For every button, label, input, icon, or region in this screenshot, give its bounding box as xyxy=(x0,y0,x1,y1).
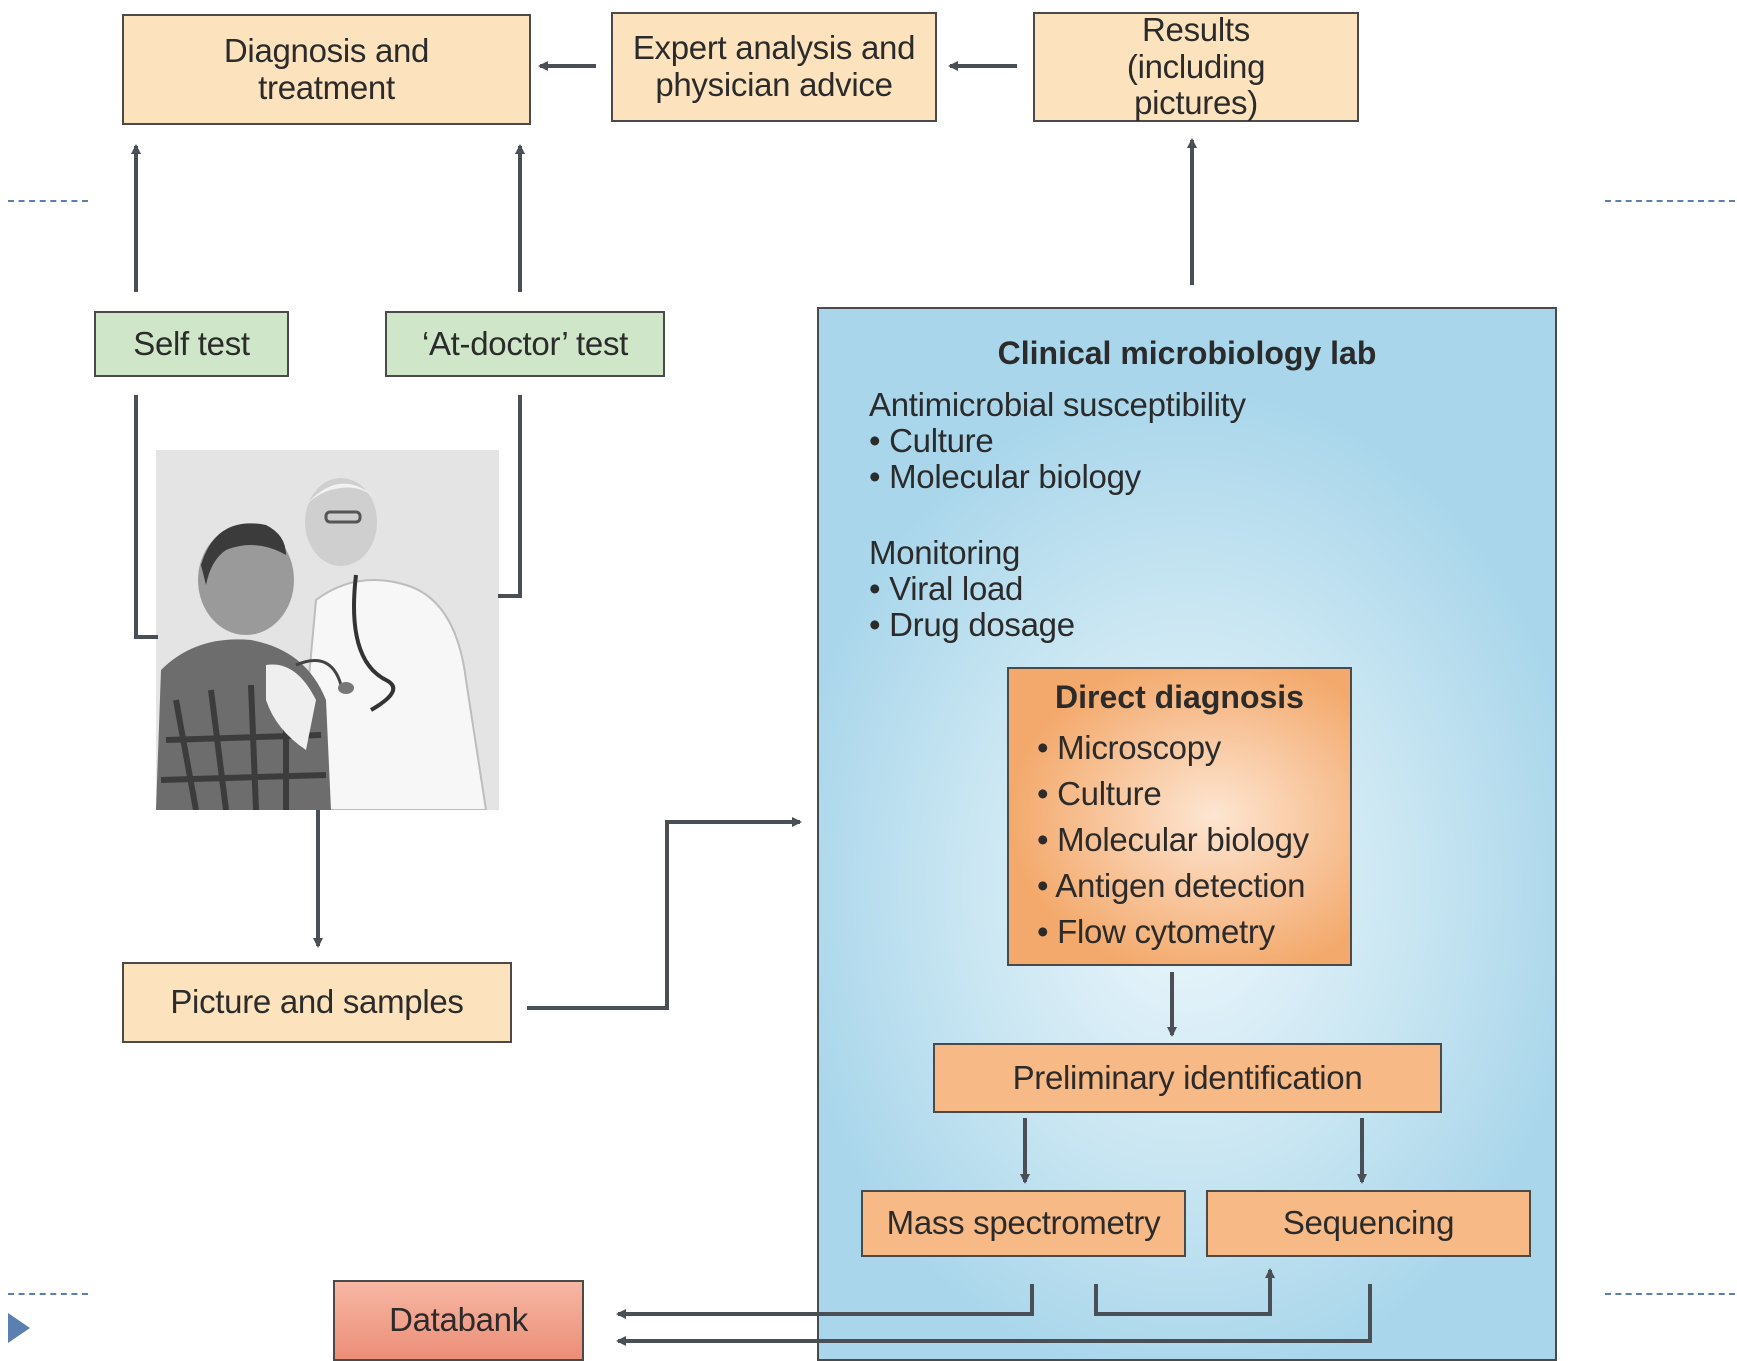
sequencing-label: Sequencing xyxy=(1282,1204,1455,1242)
direct-diagnosis-box: Direct diagnosis • Microscopy • Culture … xyxy=(1007,667,1352,966)
preliminary-identification-box: Preliminary identification xyxy=(933,1043,1442,1113)
direct-diagnosis-item: • Flow cytometry xyxy=(1037,913,1275,950)
doctor-patient-illustration xyxy=(156,450,499,810)
at-doctor-test-label: ‘At-doctor’ test xyxy=(421,324,629,362)
databank-box: Databank xyxy=(333,1280,584,1361)
self-test-label: Self test xyxy=(133,324,250,362)
arrow-sequencing-to-databank xyxy=(616,1284,1372,1346)
direct-diagnosis-title: Direct diagnosis xyxy=(1055,679,1304,715)
monitoring-item: • Viral load xyxy=(869,570,1024,607)
diagnosis-treatment-box: Diagnosis and treatment xyxy=(122,14,531,125)
sequencing-box: Sequencing xyxy=(1206,1190,1531,1257)
at-doctor-test-box: ‘At-doctor’ test xyxy=(385,311,665,377)
results-label: Results (including pictures) xyxy=(1126,10,1266,122)
connector-at-doctor-to-photo xyxy=(498,395,522,598)
mass-spectrometry-box: Mass spectrometry xyxy=(861,1190,1186,1257)
expert-analysis-box: Expert analysis and physician advice xyxy=(611,12,937,122)
picture-samples-label: Picture and samples xyxy=(170,983,464,1021)
doctor-patient-photo xyxy=(156,450,499,810)
direct-diagnosis-item: • Molecular biology xyxy=(1037,821,1309,858)
susceptibility-heading: Antimicrobial susceptibility xyxy=(869,386,1246,423)
susceptibility-item: • Molecular biology xyxy=(869,458,1141,495)
lab-title: Clinical microbiology lab xyxy=(997,335,1377,371)
direct-diagnosis-item: • Antigen detection xyxy=(1037,867,1306,904)
arrow-mass-spec-to-databank xyxy=(616,1284,1034,1319)
arrow-samples-to-lab xyxy=(527,817,802,1010)
slide-bullet-icon xyxy=(8,1313,30,1343)
connector-self-test-to-photo xyxy=(134,395,158,639)
susceptibility-section: Antimicrobial susceptibility • Culture •… xyxy=(869,387,1246,495)
slide-divider-left-top xyxy=(8,200,88,202)
monitoring-heading: Monitoring xyxy=(869,534,1021,571)
diagnosis-treatment-label: Diagnosis and treatment xyxy=(223,31,430,106)
direct-diagnosis-list: • Microscopy • Culture • Molecular biolo… xyxy=(1037,725,1309,955)
slide-divider-right-bottom xyxy=(1605,1293,1735,1295)
mass-spectrometry-label: Mass spectrometry xyxy=(886,1204,1161,1242)
slide-divider-left-bottom xyxy=(8,1293,88,1295)
monitoring-section: Monitoring • Viral load • Drug dosage xyxy=(869,535,1075,643)
monitoring-item: • Drug dosage xyxy=(869,606,1075,643)
susceptibility-item: • Culture xyxy=(869,422,994,459)
databank-label: Databank xyxy=(389,1301,528,1339)
picture-samples-box: Picture and samples xyxy=(122,962,512,1043)
direct-diagnosis-item: • Microscopy xyxy=(1037,729,1221,766)
expert-analysis-label: Expert analysis and physician advice xyxy=(632,29,916,103)
slide-divider-right-top xyxy=(1605,200,1735,202)
self-test-box: Self test xyxy=(94,311,289,377)
direct-diagnosis-item: • Culture xyxy=(1037,775,1162,812)
arrow-mass-spec-to-sequencing xyxy=(1094,1268,1275,1316)
preliminary-identification-label: Preliminary identification xyxy=(1012,1058,1363,1096)
results-box: Results (including pictures) xyxy=(1033,10,1359,122)
